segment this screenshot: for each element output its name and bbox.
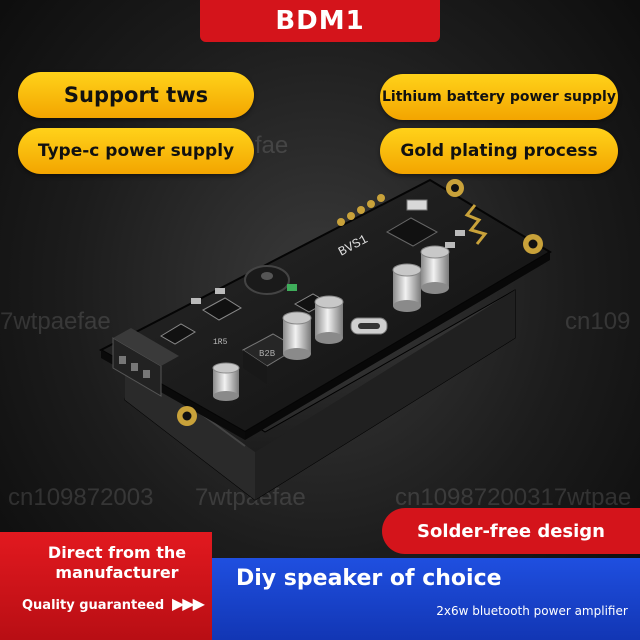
main-chip xyxy=(385,217,439,247)
mounting-hole xyxy=(446,179,464,197)
watermark: cn109872003 xyxy=(8,484,154,511)
terminal-block xyxy=(112,328,179,397)
solder-free-text: Solder-free design xyxy=(416,520,605,542)
smd-chip xyxy=(160,323,196,345)
capacitor xyxy=(282,311,312,360)
silkscreen-1r5: 1R5 xyxy=(213,338,228,347)
capacitor xyxy=(314,295,344,344)
manufacturer-panel xyxy=(0,532,212,640)
buzzer xyxy=(244,265,290,295)
mounting-hole xyxy=(177,406,197,426)
capacitor xyxy=(212,362,240,401)
mounting-hole xyxy=(523,234,543,254)
watermark: 7wtpaefae xyxy=(0,308,111,335)
title-banner: BDM1 xyxy=(200,0,440,42)
feature-type-c: Type-c power supply xyxy=(18,128,254,174)
diy-panel xyxy=(212,558,640,640)
bluetooth-amp-text: 2x6w bluetooth power amplifier xyxy=(436,604,628,618)
product-title: BDM1 xyxy=(275,6,365,36)
silkscreen-b2b: B2B xyxy=(259,349,276,359)
feature-gold-plating: Gold plating process xyxy=(380,128,618,174)
watermark: cn10987200317wtpae xyxy=(395,484,632,511)
usb-c-port xyxy=(350,317,388,335)
solder-free-banner: Solder-free design xyxy=(382,508,640,554)
smd-resistor xyxy=(191,230,465,304)
pin-header xyxy=(337,194,385,226)
capacitor xyxy=(420,245,450,294)
manufacturer-text: Direct from the manufacturer xyxy=(47,543,187,582)
diy-speaker-text: Diy speaker of choice xyxy=(236,566,502,591)
antenna-trace xyxy=(464,204,488,245)
arrows-icon: ▶▶▶ xyxy=(172,596,205,613)
smd-crystal xyxy=(406,199,428,211)
feature-support-tws: Support tws xyxy=(18,72,254,118)
watermark: cn109 xyxy=(565,308,631,335)
feature-lithium-battery: Lithium battery power supply xyxy=(380,74,618,120)
capacitor xyxy=(392,263,422,312)
quality-guaranteed-text: Quality guaranteed xyxy=(22,598,165,613)
led xyxy=(287,284,297,291)
amplifier-board-illustration: BVS1 B2B xyxy=(98,178,552,501)
smd-chip xyxy=(202,297,242,321)
